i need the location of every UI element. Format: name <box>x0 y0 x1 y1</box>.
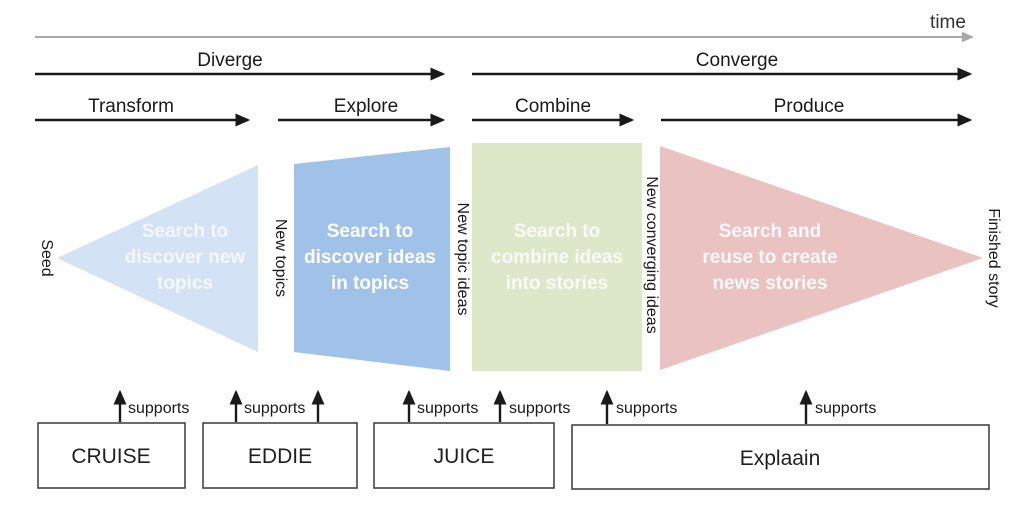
supports-label: supports <box>417 400 478 417</box>
stage-text-line: Search to <box>514 221 601 242</box>
combine-stage-shape <box>472 143 642 371</box>
stage-text-line: news stories <box>712 273 827 294</box>
produce-stage-text: Search and reuse to create news stories <box>702 221 837 294</box>
combine-label: Combine <box>515 96 591 117</box>
stage-text-line: into stories <box>506 273 608 294</box>
tool-box-eddie <box>202 422 358 489</box>
tool-label-cruise: CRUISE <box>71 445 150 468</box>
tool-label-juice: JUICE <box>434 445 495 468</box>
stage-text-line: Search to <box>142 221 229 242</box>
tool-label-explaain: Explaain <box>740 447 821 470</box>
supports-label: supports <box>509 400 570 417</box>
diverge-label: Diverge <box>197 50 262 71</box>
stage-text-line: Search and <box>719 221 821 242</box>
stage-text-line: in topics <box>331 273 409 294</box>
explore-label: Explore <box>334 96 398 117</box>
stage-text-line: discover ideas <box>304 247 436 268</box>
tool-box-juice <box>373 422 555 489</box>
tool-box-explaain <box>571 424 990 490</box>
stage-text-line: discover new <box>125 247 246 268</box>
converge-label: Converge <box>696 50 778 71</box>
transform-label: Transform <box>88 96 174 117</box>
supports-label: supports <box>616 400 677 417</box>
produce-stage-shape <box>660 146 983 370</box>
transform-stage-text: Search to discover new topics <box>125 221 246 294</box>
supports-label: supports <box>815 400 876 417</box>
supports-label: supports <box>244 400 305 417</box>
tool-box-cruise <box>37 422 186 489</box>
supports-label: supports <box>128 400 189 417</box>
stage-text-line: Search to <box>327 221 414 242</box>
transform-stage-shape <box>57 165 258 352</box>
stage-text-line: combine ideas <box>491 247 623 268</box>
explore-stage-shape <box>294 147 450 371</box>
produce-label: Produce <box>774 96 845 117</box>
milestone-new-topic-ideas: New topic ideas <box>454 203 471 316</box>
explore-stage-text: Search to discover ideas in topics <box>304 221 436 294</box>
milestone-finished-story: Finished story <box>985 208 1002 308</box>
milestone-new-converging-ideas: New converging ideas <box>643 176 660 333</box>
milestone-new-topics: New topics <box>272 219 289 297</box>
combine-stage-text: Search to combine ideas into stories <box>491 221 623 294</box>
milestone-seed: Seed <box>38 239 55 276</box>
stage-text-line: reuse to create <box>702 247 837 268</box>
stage-text-line: topics <box>157 273 213 294</box>
time-label: time <box>930 12 966 33</box>
tool-label-eddie: EDDIE <box>248 445 312 468</box>
